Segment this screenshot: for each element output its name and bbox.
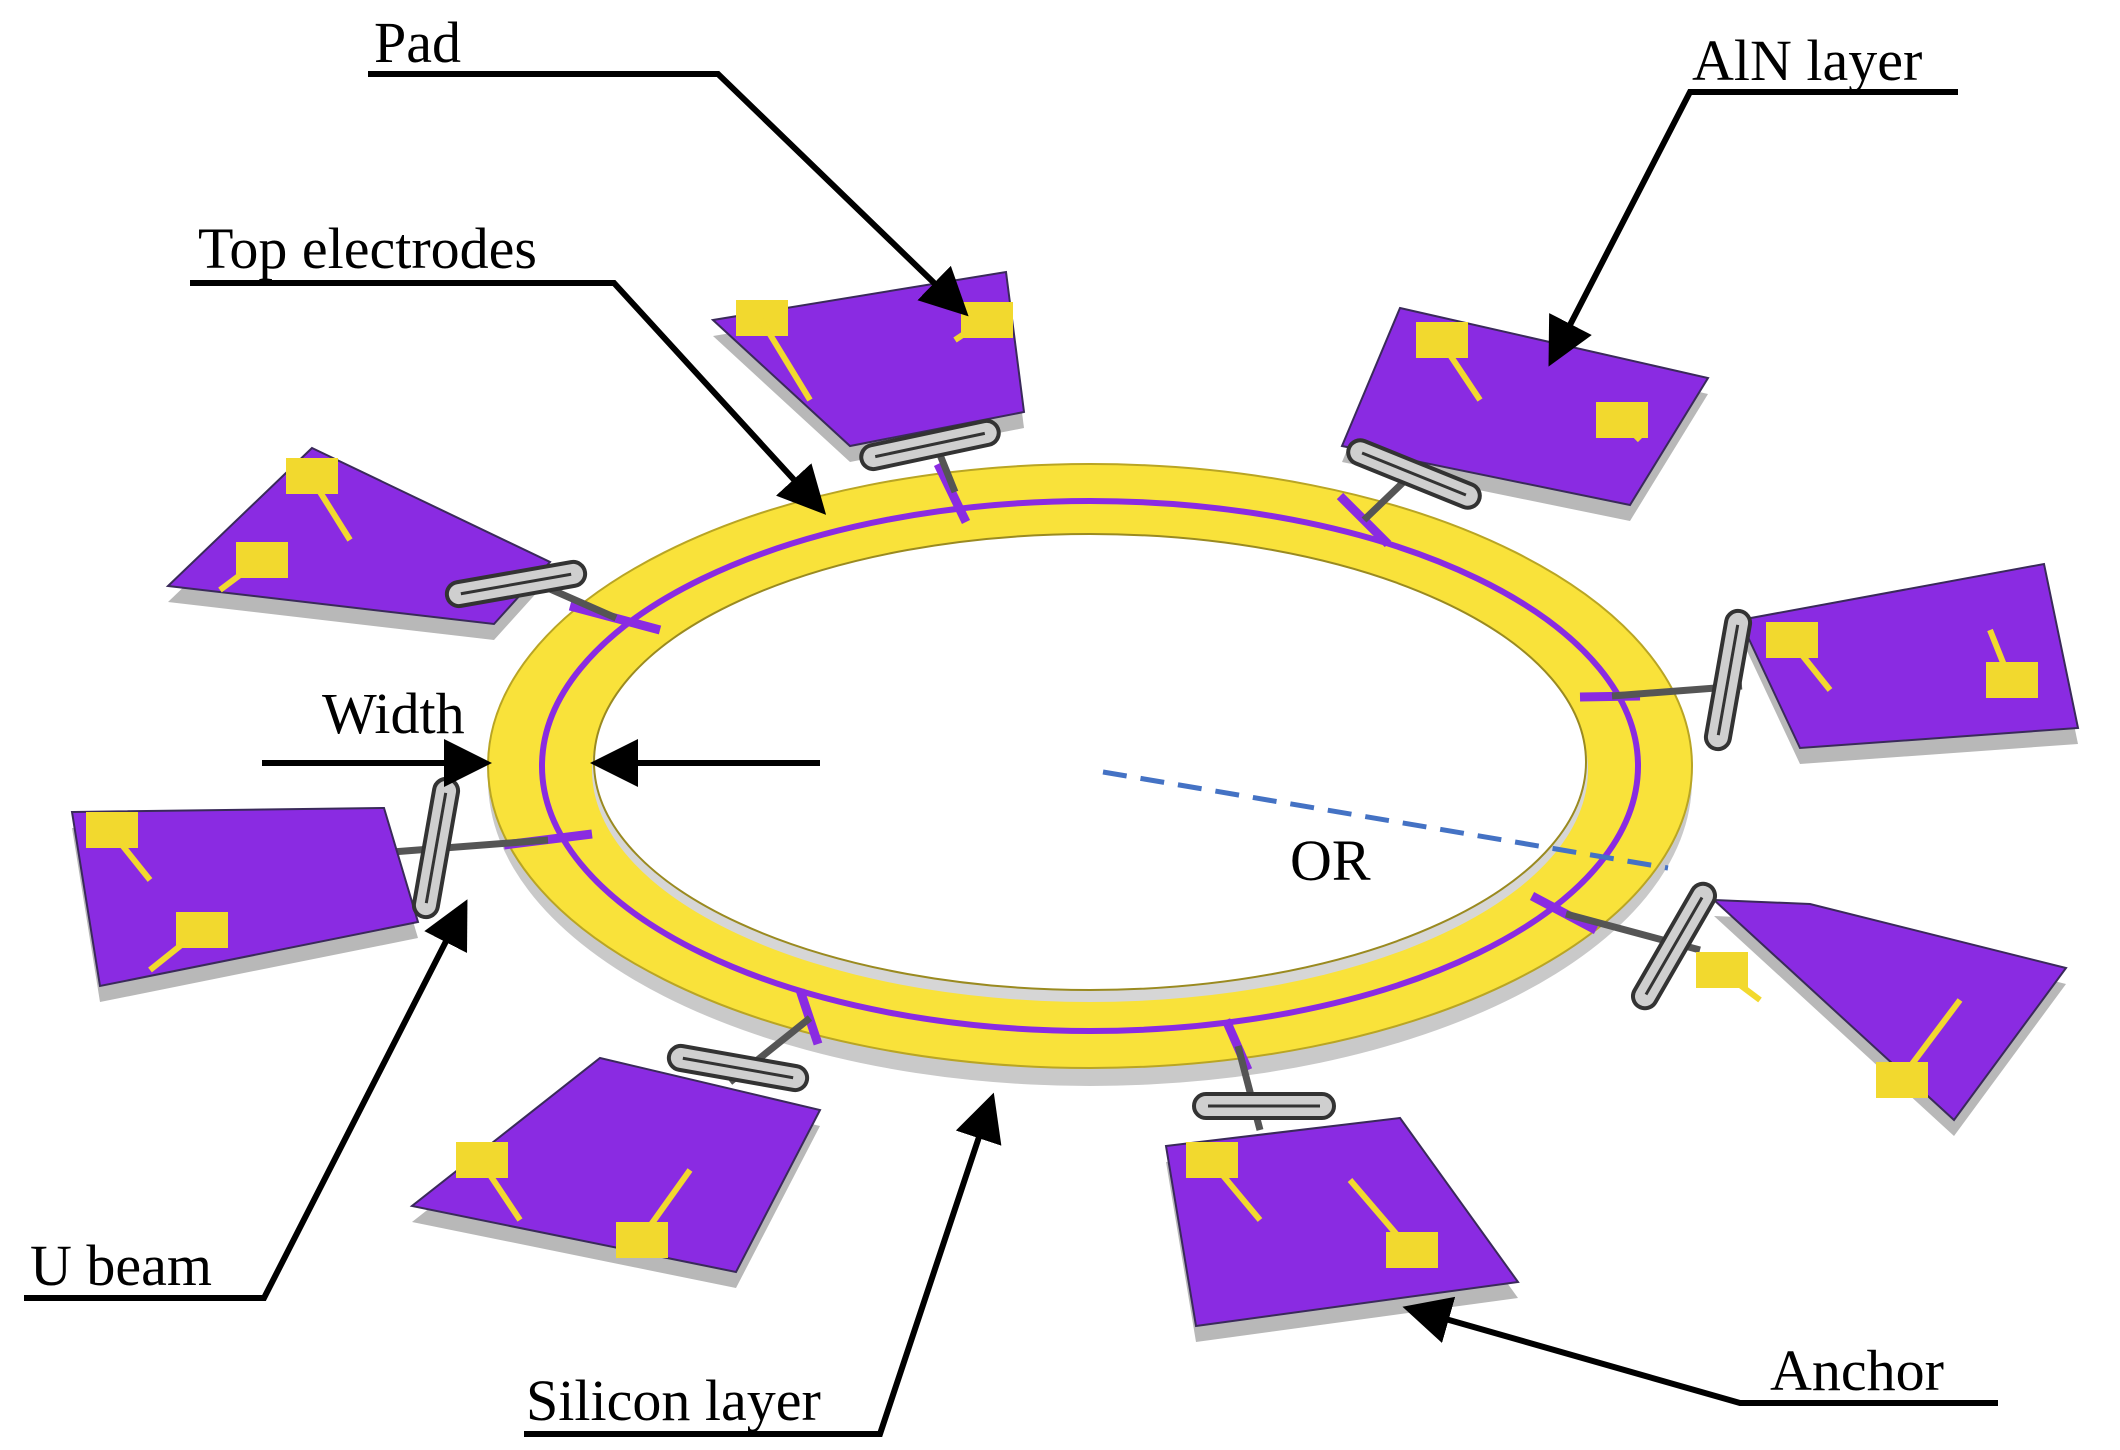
aln-layer-leader	[1548, 89, 1958, 367]
electrode-trace	[1617, 417, 1643, 443]
u-beam-slot	[460, 572, 572, 596]
u-beam-slot	[874, 431, 986, 459]
u-beam-slot	[1716, 624, 1740, 736]
electrode-trace	[953, 317, 987, 343]
aln-pad	[1164, 1116, 1520, 1328]
anchor-pad-6	[409, 1015, 822, 1288]
pad-label: Pad	[374, 10, 461, 75]
electrode-trace	[107, 828, 153, 882]
u-beam-label: U beam	[30, 1233, 212, 1298]
electrode-trace	[1718, 967, 1762, 1003]
aln-pad	[70, 806, 420, 988]
electrode-pad	[1386, 1232, 1438, 1268]
electrode-trace	[1207, 1158, 1263, 1222]
electrode-trace	[637, 1168, 693, 1242]
electrode-trace	[148, 927, 202, 973]
top-electrodes-label: Top electrodes	[198, 216, 537, 281]
pad-leader	[368, 71, 969, 317]
width-label: Width	[322, 681, 465, 746]
anchor-label: Anchor	[1770, 1338, 1944, 1403]
u-beam-slot	[424, 792, 448, 904]
anchor-pad-7	[70, 776, 549, 1002]
electrode-trace	[1347, 1178, 1413, 1252]
anchor-pad-2	[1340, 306, 1710, 523]
anchor-pad-3	[1611, 562, 2080, 764]
electrode-trace	[1987, 628, 2013, 682]
electrode-trace	[757, 316, 813, 402]
u-beam-slot	[682, 1056, 794, 1080]
anchor-pad-4	[1565, 881, 2068, 1136]
top-electrodes-leader	[190, 280, 827, 515]
anchor-pad-5	[1164, 1045, 1520, 1342]
electrode-trace	[307, 474, 353, 542]
u-beam-leader	[24, 899, 468, 1301]
label-leaders	[24, 71, 1998, 1437]
tether	[391, 836, 549, 856]
electrode-trace	[1437, 338, 1483, 402]
electrode-trace	[1787, 638, 1833, 692]
silicon-layer-leader	[524, 1092, 1002, 1437]
electrode-trace	[1897, 998, 1963, 1082]
aln-pad	[1711, 898, 2068, 1122]
or-radius-line	[1102, 769, 1669, 871]
anchor-pad-8	[165, 446, 618, 640]
electrode-pad	[1986, 662, 2038, 698]
aln-pad	[710, 270, 1026, 448]
or-label: OR	[1290, 828, 1371, 893]
silicon-layer-label: Silicon layer	[526, 1368, 821, 1433]
electrode-trace	[218, 557, 262, 593]
aln-layer-label: AlN layer	[1692, 28, 1922, 93]
aln-pad	[1738, 562, 2080, 750]
aln-pad	[165, 446, 552, 626]
u-beam-slot	[1644, 896, 1704, 996]
u-beam-slot	[1361, 451, 1467, 497]
electrode-trace	[477, 1158, 523, 1222]
ring-electrode-gap	[539, 498, 1641, 1034]
anchor-pad-1	[710, 270, 1026, 494]
anchor-leader	[1402, 1296, 1998, 1406]
